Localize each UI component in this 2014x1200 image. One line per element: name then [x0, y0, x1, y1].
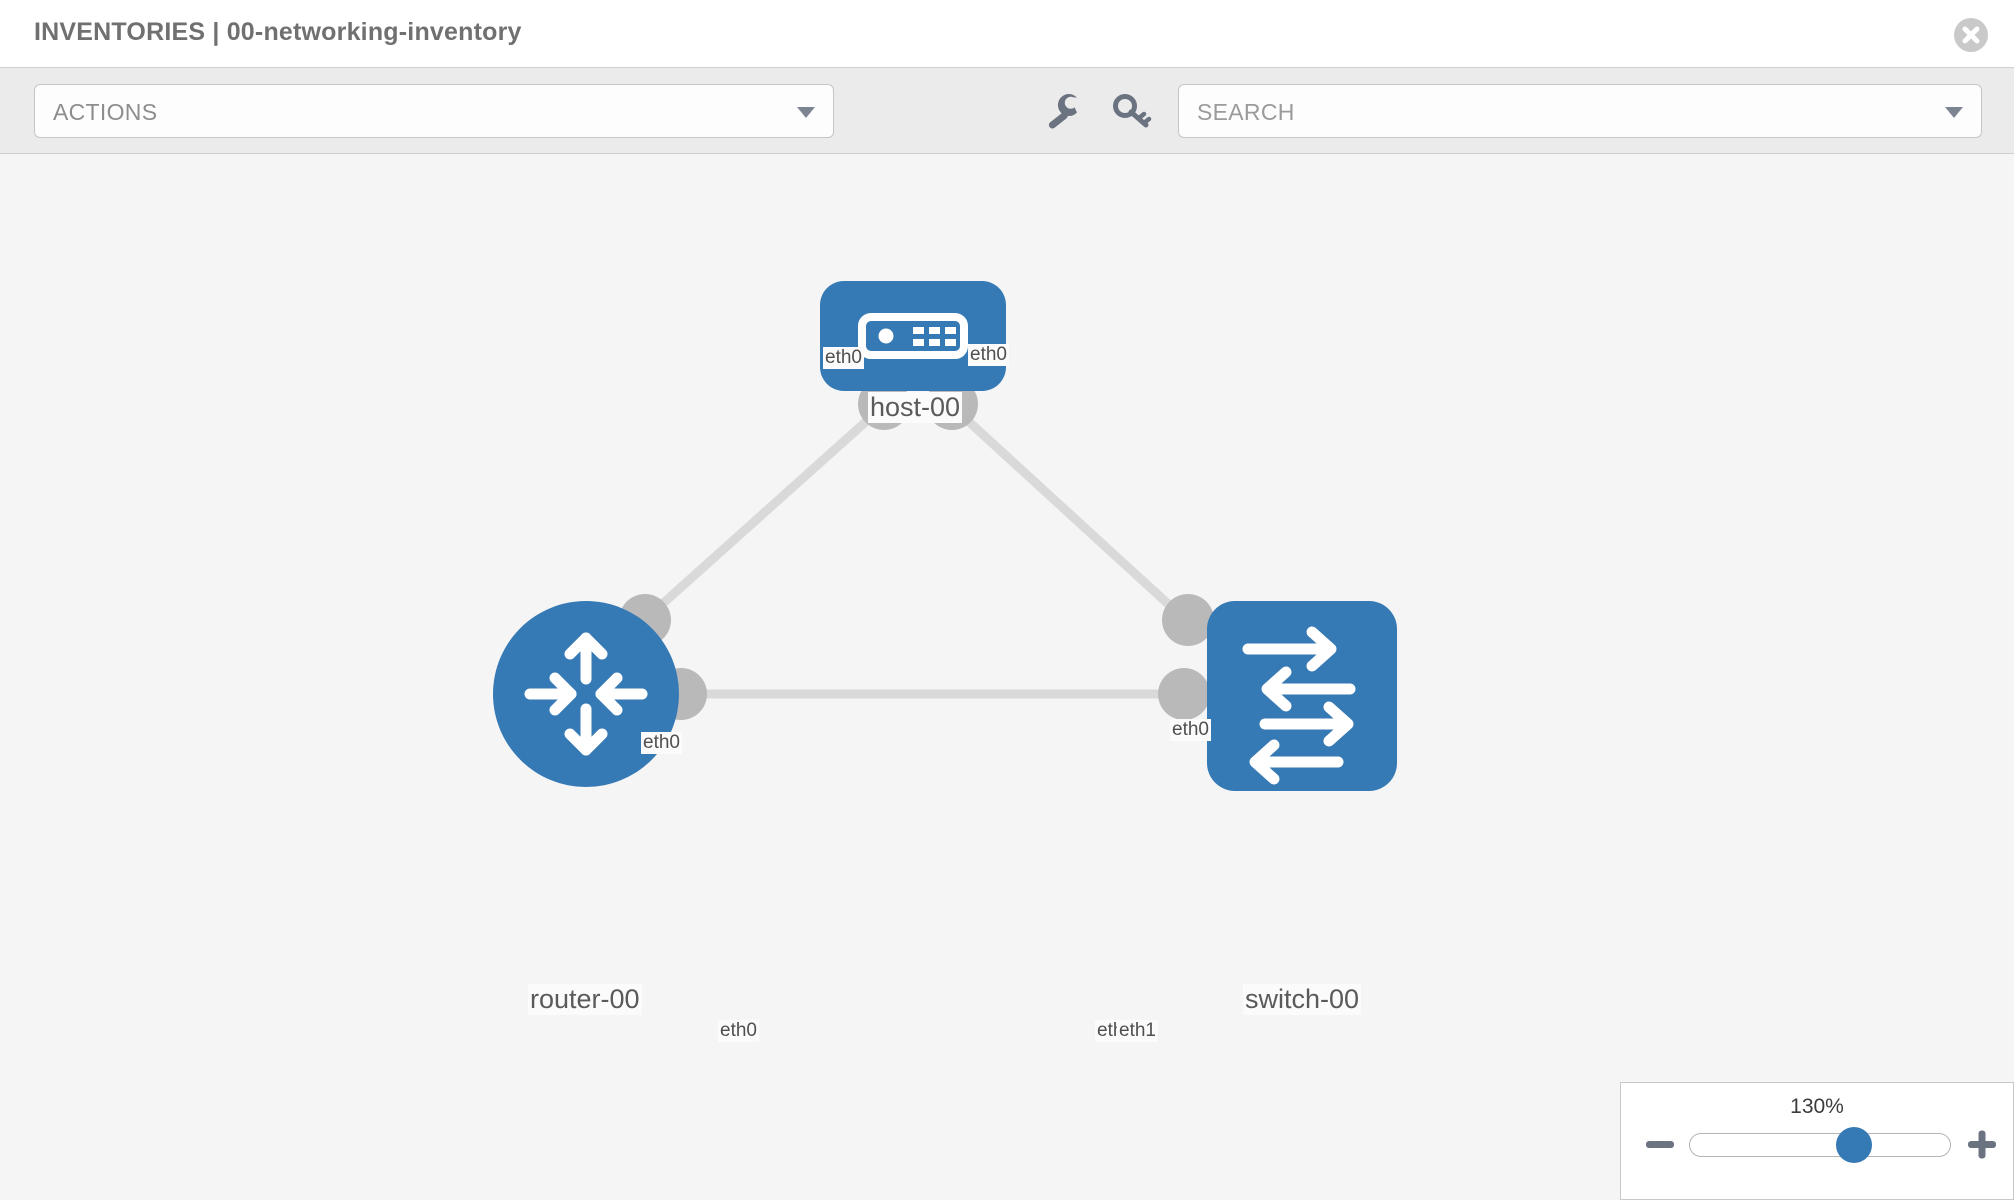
- switch-arrows-icon: [1242, 626, 1356, 785]
- close-icon[interactable]: [1954, 18, 1988, 52]
- server-icon: [858, 313, 968, 359]
- zoom-slider-thumb[interactable]: [1836, 1127, 1872, 1163]
- toolbar: ACTIONS SEARCH: [0, 68, 2014, 154]
- iface-label: eth0: [823, 347, 864, 369]
- iface-label: eth1: [1117, 1020, 1158, 1042]
- minus-icon[interactable]: [1643, 1127, 1677, 1161]
- topology-links: [636, 405, 1194, 699]
- iface-label: eth0: [968, 344, 1009, 366]
- plus-icon[interactable]: [1965, 1127, 1999, 1161]
- wrench-icon[interactable]: [1040, 88, 1086, 134]
- node-switch-00: [1207, 601, 1397, 791]
- title-bar: INVENTORIES | 00-networking-inventory: [0, 0, 2014, 68]
- iface-label: eth0: [1170, 719, 1211, 741]
- node-label-switch-00: switch-00: [1243, 984, 1362, 1015]
- iface-label: eth0: [718, 1020, 759, 1042]
- link-connectors: [619, 378, 1214, 720]
- topology-canvas[interactable]: eth0 eth0 eth0 eth0 eth0 eth0 eth1 host-…: [0, 154, 2014, 1200]
- link-host00-router00: [636, 405, 884, 628]
- search-placeholder: SEARCH: [1197, 99, 1295, 125]
- actions-dropdown[interactable]: ACTIONS: [34, 84, 834, 138]
- zoom-percent-label: 130%: [1790, 1095, 1844, 1118]
- search-input[interactable]: SEARCH: [1178, 84, 1982, 138]
- connector-switch00-left: [1158, 668, 1210, 720]
- key-icon[interactable]: [1108, 88, 1154, 134]
- connector-switch00-top: [1162, 594, 1214, 646]
- iface-label: eth0: [641, 732, 682, 754]
- zoom-slider[interactable]: [1689, 1133, 1951, 1157]
- topology-graph: [493, 281, 1397, 791]
- chevron-down-icon[interactable]: [1945, 107, 1963, 118]
- node-router-00: [493, 601, 679, 787]
- node-label-router-00: router-00: [528, 984, 642, 1015]
- page-title: INVENTORIES | 00-networking-inventory: [34, 18, 522, 46]
- zoom-control-panel: 130%: [1620, 1082, 2014, 1200]
- router-arrows-icon: [524, 632, 648, 756]
- node-label-host-00: host-00: [868, 392, 963, 423]
- node-host-00: [820, 281, 1006, 391]
- chevron-down-icon: [797, 107, 815, 118]
- actions-dropdown-label: ACTIONS: [53, 99, 158, 125]
- link-host00-switch00: [951, 405, 1194, 628]
